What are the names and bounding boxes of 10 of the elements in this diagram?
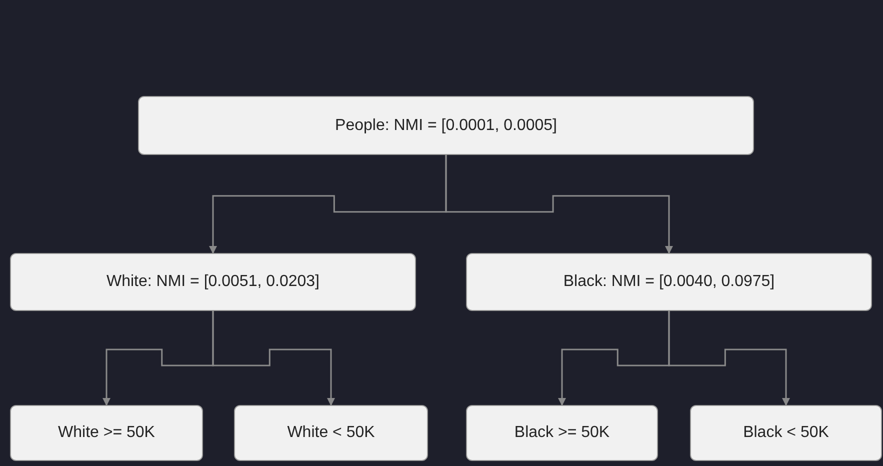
arrow — [212, 311, 335, 406]
tree-node-box: White: NMI = [0.0051, 0.0203] — [10, 253, 416, 311]
tree-node-box: Black: NMI = [0.0040, 0.0975] — [466, 253, 872, 311]
tree-node-box: Black >= 50K — [466, 405, 658, 461]
tree-node-box: Black < 50K — [690, 405, 882, 461]
tree-node-box: White < 50K — [234, 405, 428, 461]
arrow — [445, 155, 673, 254]
tree-node-box: People: NMI = [0.0001, 0.0005] — [138, 96, 754, 155]
arrow — [668, 311, 790, 406]
tree-node-box: White >= 50K — [10, 405, 203, 461]
